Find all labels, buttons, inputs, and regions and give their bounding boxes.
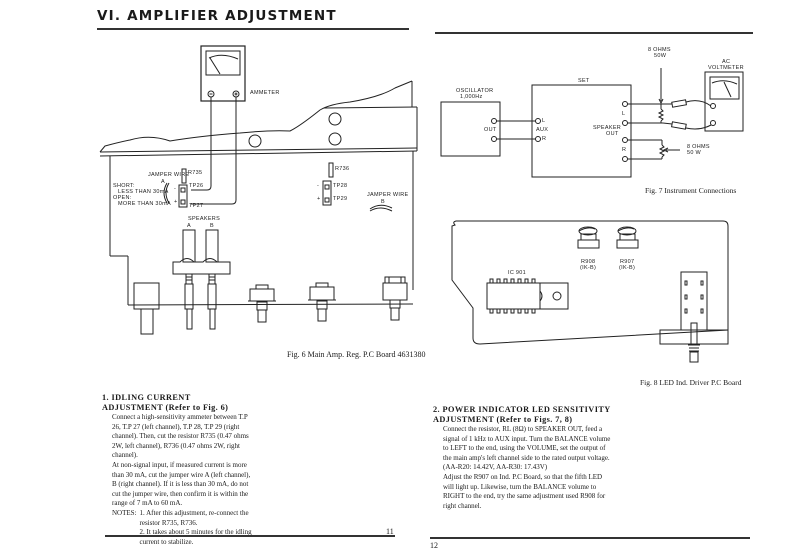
r907-value: (IK-B): [619, 265, 636, 271]
load-right-label-1: 8 OHMS: [687, 144, 710, 150]
jumper-b-letter: B: [381, 199, 385, 205]
section1-paragraph: Connect a high-sensitivity ammeter betwe…: [112, 413, 249, 460]
open-label: OPEN:: [113, 195, 132, 201]
set-label: SET: [578, 78, 590, 84]
section2-paragraph: Adjust the R907 on Ind. P.C Board, so th…: [443, 472, 606, 510]
ac-voltmeter-label-2: VOLTMETER: [708, 65, 744, 71]
tp26-minus: -: [174, 186, 177, 192]
tp27-label: TP27: [189, 203, 204, 209]
r735-label: R735: [188, 170, 203, 176]
jumper-a-letter: A: [161, 179, 165, 185]
jumper-wire-b-label: JAMPER WIRE: [367, 192, 409, 198]
oscillator-label: OSCILLATOR: [456, 88, 494, 94]
speaker-out-label-1: SPEAKER: [593, 125, 622, 131]
speaker-r-label: R: [622, 147, 627, 153]
fig6-caption: Fig. 6 Main Amp. Reg. P.C Board 4631380: [287, 350, 426, 359]
tp27-plus: +: [174, 199, 178, 205]
speaker-out-label-2: OUT: [606, 131, 619, 137]
tp28-minus: -: [317, 183, 320, 189]
speaker-a-label: A: [187, 223, 191, 229]
notes-label: NOTES:: [112, 508, 137, 517]
heading-rule: [97, 28, 409, 30]
tp29-plus: +: [317, 196, 321, 202]
right-top-rule: [435, 32, 753, 34]
load-right-label-2: 50 W: [687, 150, 702, 156]
fig7-caption: Fig. 7 Instrument Connections: [645, 186, 737, 195]
tp26-label: TP26: [189, 183, 204, 189]
tp29-label: TP29: [333, 196, 348, 202]
left-footer-rule: [105, 535, 395, 537]
load-top-label-1: 8 OHMS: [648, 47, 671, 53]
section1-paragraph: At non-signal input, if measured current…: [112, 460, 251, 508]
tp28-label: TP28: [333, 183, 348, 189]
page-number-right: 12: [430, 541, 438, 550]
r907-label: R907: [620, 259, 635, 265]
ammeter-label: AMMETER: [250, 90, 280, 96]
aux-l-label: L: [542, 118, 546, 124]
oscillator-freq-label: 1,000Hz: [460, 94, 483, 100]
ic-pins: [489, 278, 536, 314]
speaker-l-label: L: [622, 111, 626, 117]
ac-voltmeter-label-1: AC: [722, 59, 731, 65]
speaker-b-label: B: [210, 223, 214, 229]
page-number-left: 11: [386, 527, 394, 536]
section-power-indicator-led: 2. POWER INDICATOR LED SENSITIVITY ADJUS…: [433, 405, 611, 511]
section1-title: 1. IDLING CURRENT ADJUSTMENT (Refer to F…: [102, 393, 229, 412]
speakers-label: SPEAKERS: [188, 216, 221, 222]
load-top-label-2: 50W: [654, 53, 667, 59]
r908-label: R908: [581, 259, 596, 265]
fig8-caption: Fig. 8 LED Ind. Driver P.C Board: [640, 378, 742, 387]
short-label: SHORT:: [113, 183, 135, 189]
section2-paragraph: Connect the resistor, RL (8Ω) to SPEAKER…: [443, 425, 611, 462]
note-item: 1. After this adjustment, re-connect the…: [139, 508, 249, 527]
aux-r-label: R: [542, 136, 547, 142]
note-item: 2. It takes about 5 minutes for the idli…: [139, 528, 252, 546]
section-idling-current: 1. IDLING CURRENT ADJUSTMENT (Refer to F…: [102, 393, 252, 547]
section-heading: VI. AMPLIFIER ADJUSTMENT: [97, 8, 337, 24]
less-than-label: LESS THAN 30mA: [118, 189, 169, 195]
r736-label: R736: [335, 166, 350, 172]
oscillator-out-label: OUT: [484, 127, 497, 133]
section2-title: 2. POWER INDICATOR LED SENSITIVITY ADJUS…: [433, 405, 611, 424]
section2-paragraph: (AA-R20: 14.42V, AA-R30: 17.43V): [443, 463, 548, 472]
aux-label: AUX: [536, 127, 549, 133]
right-footer-rule: [430, 537, 750, 539]
jumper-wire-a-label: JAMPER WIRE: [148, 172, 190, 178]
more-than-label: MORE THAN 30mA: [118, 201, 171, 207]
r908-value: (IK-B): [580, 265, 597, 271]
ic901-label: IC 901: [508, 270, 527, 276]
